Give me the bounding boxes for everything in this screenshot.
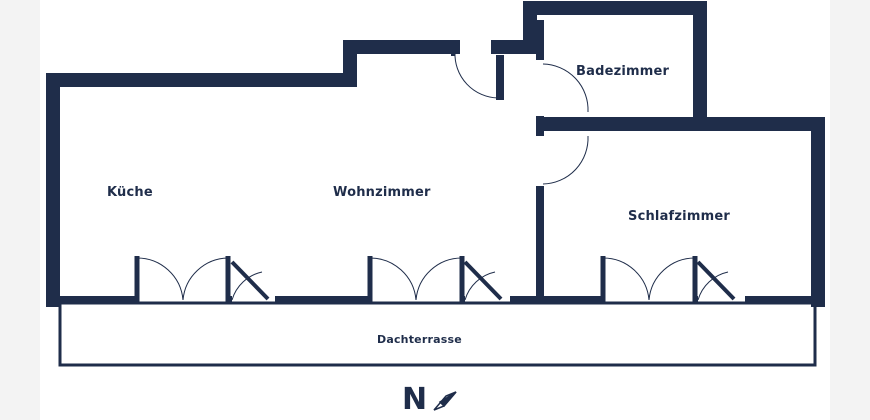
north-wall-left <box>46 40 460 307</box>
hall-wall <box>491 1 825 307</box>
room-label-bath: Badezimmer <box>576 64 670 79</box>
living-door-swing <box>369 257 417 301</box>
walls <box>46 1 825 307</box>
door-leaf <box>230 260 270 301</box>
entry-door-swing <box>454 51 499 99</box>
compass-north-letter: N <box>402 382 428 417</box>
room-label-living: Wohnzimmer <box>333 185 431 200</box>
kitchen-door-swing <box>136 257 184 301</box>
room-label-bedroom: Schlafzimmer <box>628 209 730 224</box>
room-label-kitchen: Küche <box>107 185 153 200</box>
bedroom-door-swing <box>602 257 650 301</box>
bedroom-door-swing <box>697 271 729 301</box>
living-door-swing <box>415 257 463 301</box>
bedroom-door-swing <box>648 257 696 301</box>
living-door-swing <box>464 271 496 301</box>
door-leaf <box>463 260 503 301</box>
bath-door-swing <box>542 63 589 113</box>
bedroom-hall-door-swing <box>542 135 589 185</box>
kitchen-door-swing <box>231 271 263 301</box>
compass-needle-icon <box>433 391 457 411</box>
terrace-outline <box>58 301 817 367</box>
kitchen-door-swing <box>182 257 229 301</box>
room-label-terrace: Dachterrasse <box>377 333 462 346</box>
door-leaf <box>696 260 736 301</box>
